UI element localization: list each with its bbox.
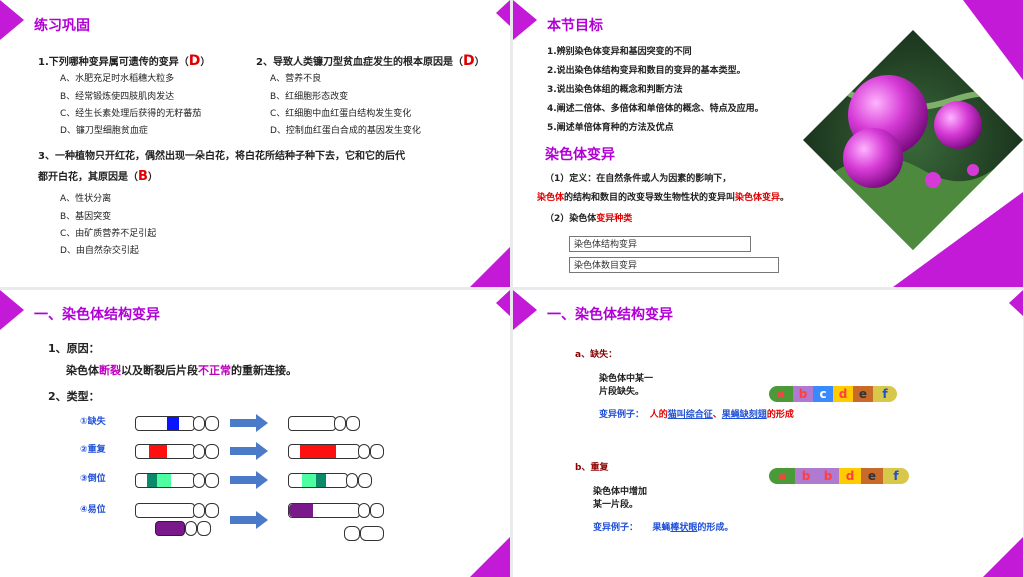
- chromosome: [288, 473, 372, 488]
- duplication-label: b、重复: [575, 463, 609, 473]
- option: A、性状分离: [60, 194, 112, 204]
- slide-title: 一、染色体结构变异: [547, 307, 673, 323]
- slide-title: 本节目标: [547, 18, 603, 34]
- corner-decoration: [0, 290, 24, 330]
- duplication-desc: 某一片段。: [593, 500, 639, 510]
- chromosome: [135, 416, 219, 431]
- arrow-icon: [230, 442, 268, 460]
- chromosome: [288, 503, 384, 518]
- chromosome: [135, 444, 219, 459]
- type-translocation: ④易位: [80, 505, 106, 515]
- answer-3: B: [138, 169, 148, 184]
- option: C、由矿质营养不足引起: [60, 229, 157, 239]
- arrow-icon: [230, 511, 268, 529]
- chromosome: [155, 521, 211, 536]
- types-label: 2、类型：: [48, 390, 100, 403]
- gene-sequence-deletion: a b c d e f: [769, 386, 897, 402]
- gene: d: [833, 386, 853, 402]
- option: C、红细胞中血红蛋白结构发生变化: [270, 109, 412, 119]
- deletion-label: a、缺失：: [575, 350, 618, 360]
- corner-decoration: [963, 0, 1023, 80]
- option: C、经生长素处理后获得的无籽蕃茄: [60, 109, 202, 119]
- chromosome: [288, 444, 384, 459]
- goal-item: 2.说出染色体结构变异和数目的变异的基本类型。: [547, 66, 746, 76]
- gene: f: [873, 386, 897, 402]
- corner-decoration: [496, 0, 510, 26]
- slide-practice[interactable]: 练习巩固 1.下列哪种变异属可遗传的变异（D） A、水肥充足时水稻穗大粒多 B、…: [0, 0, 510, 287]
- option: B、经常锻炼使四肢肌肉发达: [60, 92, 175, 102]
- corner-decoration: [470, 537, 510, 577]
- gene: b: [795, 468, 817, 484]
- definition-label: （1）定义：在自然条件或人为因素的影响下，: [545, 174, 732, 184]
- corner-decoration: [470, 247, 510, 287]
- cause-text: 染色体断裂以及断裂后片段不正常的重新连接。: [66, 364, 297, 377]
- arrow-icon: [230, 471, 268, 489]
- goal-item: 4.阐述二倍体、多倍体和单倍体的概念、特点及应用。: [547, 104, 764, 114]
- slide-title: 一、染色体结构变异: [34, 307, 160, 323]
- slide-title: 练习巩固: [34, 18, 90, 34]
- gene: b: [817, 468, 839, 484]
- corner-decoration: [513, 290, 537, 330]
- option: A、营养不良: [270, 74, 322, 84]
- deletion-desc: 染色体中某一: [599, 374, 654, 384]
- gene: e: [853, 386, 873, 402]
- duplication-desc: 染色体中增加: [593, 487, 648, 497]
- duplication-example: 变异例子： 果蝇棒状眼的形成。: [593, 523, 734, 533]
- question-2: 2、导致人类镰刀型贫血症发生的根本原因是（D）: [256, 53, 485, 69]
- chromosome: [288, 416, 360, 431]
- deletion-desc: 片段缺失。: [599, 387, 645, 397]
- corner-decoration: [893, 192, 1023, 287]
- corner-decoration: [983, 537, 1023, 577]
- deletion-example: 变异例子： 人的猫叫综合征、果蝇缺刻翅的形成: [599, 410, 794, 420]
- gene: e: [861, 468, 883, 484]
- gene-sequence-duplication: a b b d e f: [769, 468, 909, 484]
- chromosome: [135, 503, 219, 518]
- arrow-icon: [230, 414, 268, 432]
- number-variation-box[interactable]: 染色体数目变异: [569, 257, 779, 273]
- kinds-label: （2）染色体变异种类: [545, 214, 633, 224]
- goal-item: 3.说出染色体组的概念和判断方法: [547, 85, 683, 95]
- corner-decoration: [496, 290, 510, 316]
- chromosome: [344, 526, 384, 541]
- cause-label: 1、原因：: [48, 342, 100, 355]
- answer-2: D: [462, 53, 475, 69]
- gene: a: [769, 386, 793, 402]
- goal-item: 5.阐述单倍体育种的方法及优点: [547, 123, 674, 133]
- goal-item: 1.辨别染色体变异和基因突变的不同: [547, 47, 692, 57]
- cell-image: [803, 30, 1023, 250]
- gene: d: [839, 468, 861, 484]
- type-duplication: ②重复: [80, 445, 106, 455]
- slide-structure-variation[interactable]: 一、染色体结构变异 1、原因： 染色体断裂以及断裂后片段不正常的重新连接。 2、…: [0, 290, 510, 577]
- corner-decoration: [0, 0, 24, 40]
- option: D、控制血红蛋白合成的基因发生变化: [270, 126, 421, 136]
- definition-text: 染色体的结构和数目的改变导致生物性状的变异叫染色体变异。: [537, 193, 790, 203]
- section-subtitle: 染色体变异: [545, 147, 615, 163]
- corner-decoration: [1009, 290, 1023, 316]
- gene: f: [883, 468, 909, 484]
- question-3-line1: 3、一种植物只开红花，偶然出现一朵白花，将白花所结种子种下去，它和它的后代: [38, 151, 405, 162]
- type-inversion: ③倒位: [80, 474, 106, 484]
- gene: a: [769, 468, 795, 484]
- structure-variation-box[interactable]: 染色体结构变异: [569, 236, 751, 252]
- answer-1: D: [188, 53, 201, 69]
- question-1: 1.下列哪种变异属可遗传的变异（D）: [38, 53, 211, 69]
- type-deletion: ①缺失: [80, 417, 106, 427]
- slide-objectives[interactable]: 本节目标 1.辨别染色体变异和基因突变的不同 2.说出染色体结构变异和数目的变异…: [513, 0, 1023, 287]
- option: B、红细胞形态改变: [270, 92, 349, 102]
- gene: b: [793, 386, 813, 402]
- option: D、镰刀型细胞贫血症: [60, 126, 148, 136]
- option: D、由自然杂交引起: [60, 246, 139, 256]
- option: A、水肥充足时水稻穗大粒多: [60, 74, 175, 84]
- slide-structure-examples[interactable]: 一、染色体结构变异 a、缺失： 染色体中某一 片段缺失。 变异例子： 人的猫叫综…: [513, 290, 1023, 577]
- chromosome: [135, 473, 219, 488]
- gene: c: [813, 386, 833, 402]
- question-3-line2: 都开白花，其原因是（B）: [38, 169, 158, 184]
- corner-decoration: [513, 0, 537, 40]
- option: B、基因突变: [60, 212, 112, 222]
